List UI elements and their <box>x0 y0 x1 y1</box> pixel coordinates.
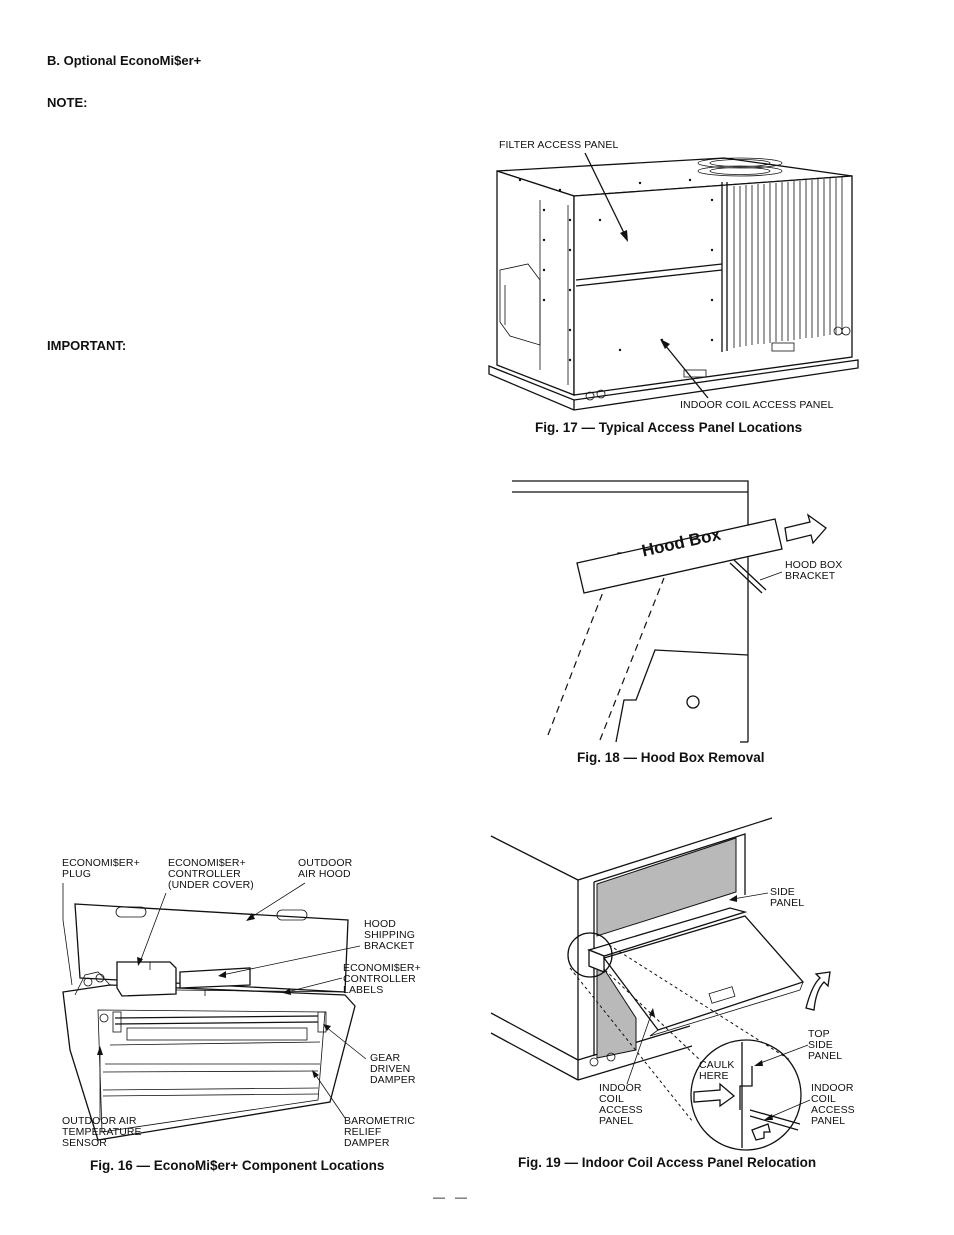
fig16-label-controller: ECONOMI$ER+ CONTROLLER (UNDER COVER) <box>168 857 254 891</box>
fig19-label-side: SIDE PANEL <box>770 886 805 909</box>
fig19-label-caulk: CAULK HERE <box>699 1059 735 1082</box>
fig16-label-gear: GEAR DRIVEN DAMPER <box>370 1052 416 1086</box>
important-label: IMPORTANT: <box>47 338 127 353</box>
note-label: NOTE: <box>47 95 88 110</box>
fig17-caption: Fig. 17 — Typical Access Panel Locations <box>535 420 803 435</box>
fig16-label-sensor: OUTDOOR AIR TEMPERATURE SENSOR <box>62 1115 142 1149</box>
fig16-caption: Fig. 16 — EconoMi$er+ Component Location… <box>90 1158 385 1173</box>
fig19-label-indoor-left: INDOOR COIL ACCESS PANEL <box>599 1082 643 1127</box>
fig18-label-bracket: HOOD BOX BRACKET <box>785 559 843 582</box>
fig17-label-indoor: INDOOR COIL ACCESS PANEL <box>680 399 834 411</box>
fig17-label-filter: FILTER ACCESS PANEL <box>499 139 619 151</box>
fig16-label-shipping: HOOD SHIPPING BRACKET <box>364 918 415 952</box>
fig19-label-top-side: TOP SIDE PANEL <box>808 1028 843 1062</box>
fig16-label-hood: OUTDOOR AIR HOOD <box>298 857 353 880</box>
fig18-caption: Fig. 18 — Hood Box Removal <box>577 750 765 765</box>
fig16-label-ctrl-labels: ECONOMI$ER+ CONTROLLER LABELS <box>343 962 421 996</box>
fig19-label-indoor-right: INDOOR COIL ACCESS PANEL <box>811 1082 855 1127</box>
fig19-caption: Fig. 19 — Indoor Coil Access Panel Reloc… <box>518 1155 817 1170</box>
fig16-label-plug: ECONOMI$ER+ PLUG <box>62 857 140 880</box>
page-number-marks: — — <box>433 1190 468 1204</box>
fig16-label-barometric: BAROMETRIC RELIEF DAMPER <box>344 1115 416 1149</box>
section-title: B. Optional EconoMi$er+ <box>47 53 202 68</box>
